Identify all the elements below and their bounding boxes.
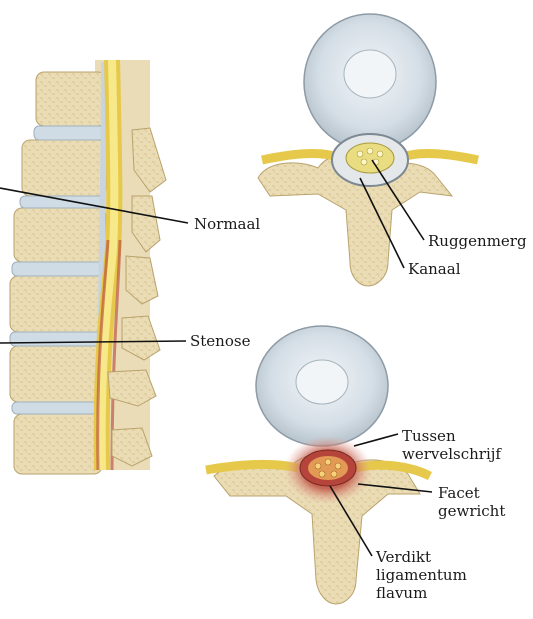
label-disc: Tussen wervelschrijf bbox=[402, 427, 501, 463]
label-facet-line2: gewricht bbox=[438, 502, 505, 520]
label-disc-line2: wervelschrijf bbox=[402, 445, 501, 463]
label-canal: Kanaal bbox=[408, 260, 461, 278]
normal-spinal-cord bbox=[346, 143, 394, 173]
label-ligament-line1: Verdikt bbox=[376, 548, 467, 566]
leader-disc bbox=[354, 434, 398, 446]
label-disc-line1: Tussen bbox=[402, 427, 501, 445]
label-ligament: Verdikt ligamentum flavum bbox=[376, 548, 467, 602]
label-normal: Normaal bbox=[194, 215, 260, 233]
label-facet-line1: Facet bbox=[438, 484, 505, 502]
label-ligament-line3: flavum bbox=[376, 584, 467, 602]
label-stenosis: Stenose bbox=[190, 332, 250, 350]
label-ligament-line2: ligamentum bbox=[376, 566, 467, 584]
label-facet: Facet gewricht bbox=[438, 484, 505, 520]
label-spinal-cord: Ruggenmerg bbox=[428, 232, 527, 250]
sagittal-spine-view bbox=[10, 60, 166, 474]
